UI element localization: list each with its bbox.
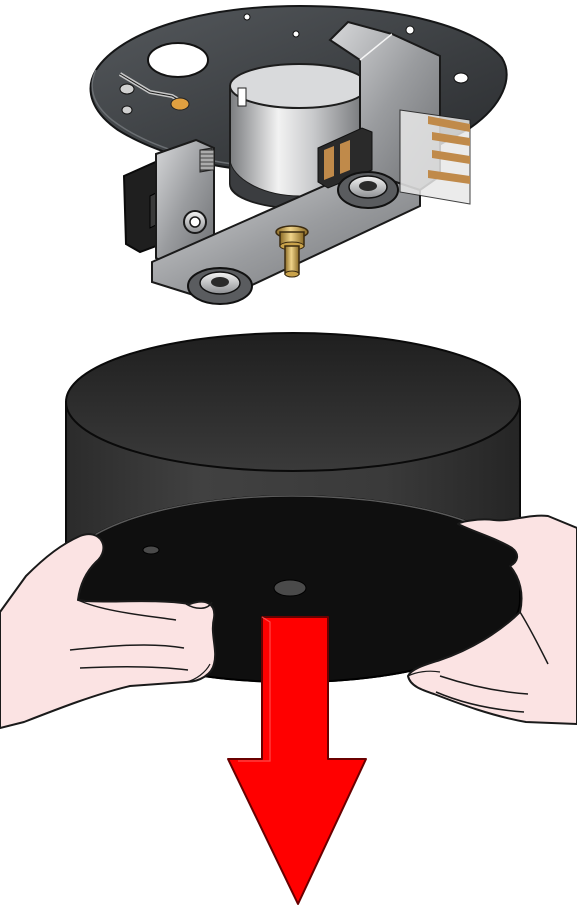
magnet-foot-left <box>188 268 252 304</box>
magnet-foot-right <box>338 172 398 208</box>
mechanism-assembly-icon <box>91 6 507 304</box>
